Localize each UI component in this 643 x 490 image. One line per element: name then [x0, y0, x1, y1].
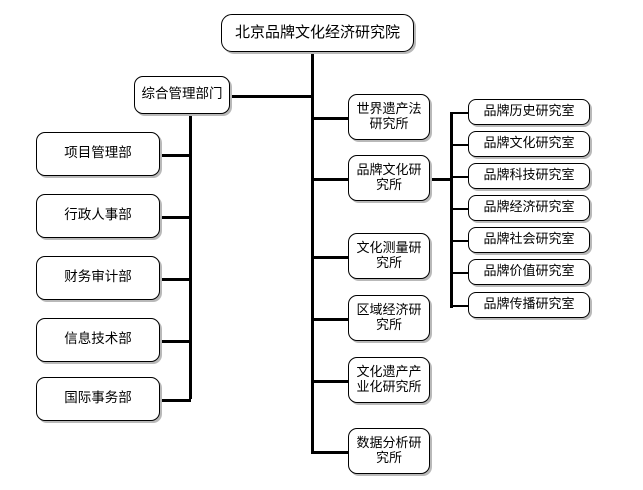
- connector-department-stub: [160, 278, 191, 281]
- department-node-4[interactable]: 信息技术部: [36, 318, 160, 362]
- connector-lab-stub: [450, 208, 470, 211]
- connector-root-stem: [311, 52, 314, 82]
- connector-lab-stub: [450, 305, 470, 308]
- lab-node-3[interactable]: 品牌科技研究室: [468, 163, 590, 189]
- department-node-5[interactable]: 国际事务部: [36, 377, 160, 421]
- connector-department-stub: [160, 340, 191, 343]
- lab-node-5[interactable]: 品牌社会研究室: [468, 227, 590, 253]
- connector-lab-stub: [450, 112, 470, 115]
- connector-admin-to-spine: [229, 95, 314, 98]
- lab-node-2[interactable]: 品牌文化研究室: [468, 131, 590, 157]
- connector-lab-stub: [450, 272, 470, 275]
- connector-lab-stub: [450, 240, 470, 243]
- connector-main-spine: [311, 82, 314, 451]
- connector-institute-stub: [311, 256, 349, 259]
- department-node-1[interactable]: 项目管理部: [36, 132, 160, 176]
- connector-department-stub: [160, 399, 191, 402]
- connector-lab-stub: [450, 144, 470, 147]
- connector-lab-stub: [450, 176, 470, 179]
- connector-institute-stub: [311, 178, 349, 181]
- connector-institute-stub: [311, 318, 349, 321]
- connector-institute-stub: [311, 117, 349, 120]
- connector-department-stub: [160, 216, 191, 219]
- institute-node-6[interactable]: 数据分析研究所: [348, 428, 430, 474]
- lab-node-7[interactable]: 品牌传播研究室: [468, 292, 590, 318]
- connector-institute-stub: [311, 380, 349, 383]
- connector-department-spine: [189, 132, 192, 399]
- root-node[interactable]: 北京品牌文化经济研究院: [221, 14, 414, 52]
- institute-node-1[interactable]: 世界遗产法研究所: [348, 94, 430, 140]
- lab-node-4[interactable]: 品牌经济研究室: [468, 195, 590, 221]
- institute-node-4[interactable]: 区域经济研究所: [348, 295, 430, 341]
- department-node-3[interactable]: 财务审计部: [36, 256, 160, 300]
- connector-admin-stem: [189, 114, 192, 132]
- connector-department-stub: [160, 154, 191, 157]
- lab-node-1[interactable]: 品牌历史研究室: [468, 99, 590, 125]
- admin-node[interactable]: 综合管理部门: [134, 76, 230, 114]
- institute-node-2[interactable]: 品牌文化研究所: [348, 155, 430, 201]
- institute-node-3[interactable]: 文化测量研究所: [348, 233, 430, 279]
- connector-institute-to-lab-spine: [429, 178, 453, 181]
- lab-node-6[interactable]: 品牌价值研究室: [468, 259, 590, 285]
- connector-institute-stub: [311, 451, 349, 454]
- department-node-2[interactable]: 行政人事部: [36, 194, 160, 238]
- institute-node-5[interactable]: 文化遗产产业化研究所: [348, 357, 430, 403]
